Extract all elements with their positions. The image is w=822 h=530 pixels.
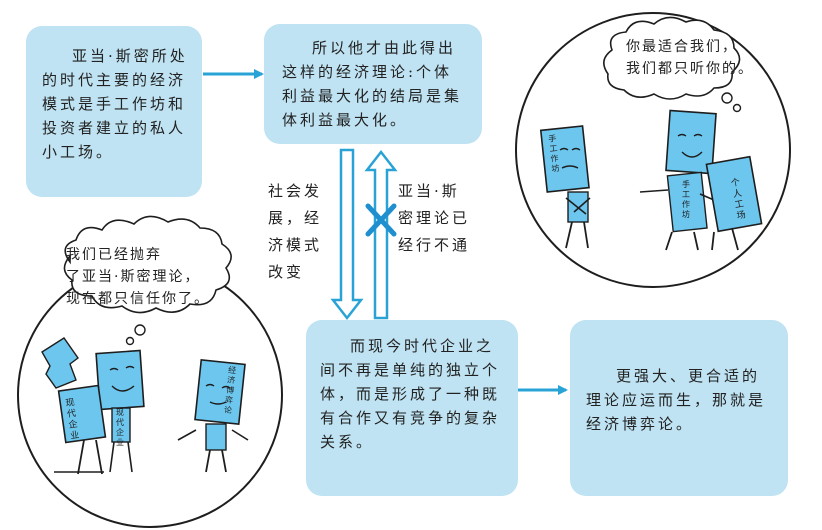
figure-modern-enterprise-a: [95, 349, 145, 473]
left-thought-bubble: [63, 215, 232, 314]
right-illustration: [515, 12, 791, 288]
arrow-label-down: 社会发 展，经 济模式 改变: [268, 182, 323, 281]
left-illustration: [17, 215, 283, 528]
sign-right-b: 手工作坊: [682, 180, 690, 219]
figure-modern-enterprise-b: [54, 384, 107, 475]
box-modern-enterprise: 而现今时代企业之间不再是单纯的独立个体，而是形成了一种既有合作又有竞争的复杂关系…: [306, 320, 518, 496]
left-bubble-text: 我们已经抛弃 了亚当·斯密理论， 现在都只信任你了。: [66, 247, 210, 307]
box-adam-smith-era-text: 亚当·斯密所处的时代主要的经济模式是手工作坊和投资者建立的私人小工场。: [42, 47, 188, 161]
arrow-down-double: [330, 148, 364, 321]
sign-left-b: 现代企业: [116, 408, 124, 447]
arrow-up-double: [364, 149, 398, 320]
cross-mark-icon: [365, 203, 397, 237]
box-economic-theory-text: 所以他才由此得出这样的经济理论:个体利益最大化的结局是集体利益最大化。: [282, 39, 463, 129]
box-adam-smith-era: 亚当·斯密所处的时代主要的经济模式是手工作坊和投资者建立的私人小工场。: [26, 26, 202, 197]
box-game-theory: 更强大、更合适的理论应运而生，那就是经济博弈论。: [570, 320, 788, 496]
right-thought-bubble: [603, 16, 741, 100]
discarded-paper-icon: [41, 337, 79, 389]
box-game-theory-text: 更强大、更合适的理论应运而生，那就是经济博弈论。: [586, 367, 767, 433]
figure-game-theory: [177, 358, 249, 473]
arrow-label-up: 亚当·斯 密理论已 经行不通: [398, 182, 471, 254]
figure-workshop-b: [639, 109, 717, 251]
figure-private-workshop: [705, 155, 763, 251]
figure-workshop-a: [539, 125, 591, 249]
box-modern-enterprise-text: 而现今时代企业之间不再是单纯的独立个体，而是形成了一种既有合作又有竞争的复杂关系…: [320, 337, 501, 451]
right-bubble-text: 你最适合我们， 我们都只听你的。: [626, 39, 754, 77]
box-economic-theory: 所以他才由此得出这样的经济理论:个体利益最大化的结局是集体利益最大化。: [264, 24, 482, 144]
